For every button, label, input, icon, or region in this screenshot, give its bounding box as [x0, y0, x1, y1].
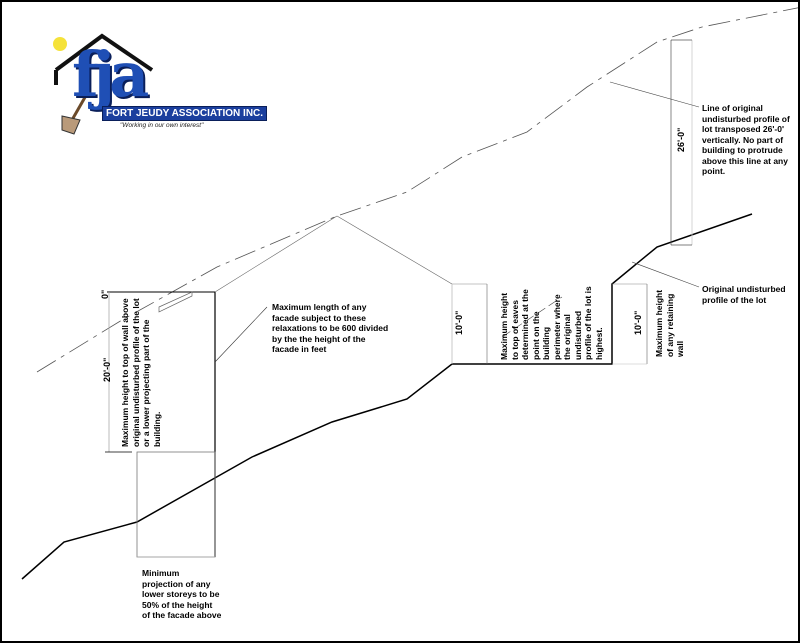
- note-original-profile: Original undisturbed profile of the lot: [702, 284, 786, 305]
- note-retaining-wall: Maximum height of any retaining wall: [654, 289, 685, 357]
- dim-retaining-height: 10'-0": [633, 310, 643, 335]
- fja-logo: fja FORT JEUDY ASSOCIATION INC. "Working…: [32, 30, 268, 140]
- profile-leader: [631, 261, 700, 288]
- facade-leader: [214, 306, 268, 363]
- roof-slope-detail: [158, 291, 193, 313]
- logo-tagline: "Working in our own interest": [120, 122, 204, 129]
- note-facade-length: Maximum length of any facade subject to …: [272, 302, 389, 354]
- roof-line-right: [336, 215, 453, 285]
- shovel-icon: [70, 91, 90, 121]
- dim-eaves-height: 10'-0": [454, 310, 464, 335]
- logo-letters: fja: [72, 38, 149, 111]
- note-eaves-height: Maximum height to top of eaves determine…: [499, 286, 604, 360]
- note-min-projection: Minimum projection of any lower storeys …: [142, 568, 222, 620]
- logo-name: FORT JEUDY ASSOCIATION INC.: [102, 106, 268, 121]
- eaves-leader: [501, 296, 563, 338]
- dim-facade-height: 20'-0": [102, 357, 112, 382]
- note-transposed-line: Line of original undisturbed profile of …: [702, 103, 790, 176]
- dim-transposed-height: 26'-0": [676, 127, 686, 152]
- note-max-wall-height: Maximum height to top of wall above orig…: [120, 298, 162, 447]
- transposed-leader: [609, 81, 700, 108]
- dim-top-zero: 0": [100, 289, 110, 299]
- lower-storey-projection: [136, 451, 216, 558]
- roof-line-left: [214, 215, 338, 293]
- transposed-profile-line: [36, 7, 798, 373]
- house-roof-icon: [53, 33, 154, 135]
- ground-profile-line: [21, 213, 753, 580]
